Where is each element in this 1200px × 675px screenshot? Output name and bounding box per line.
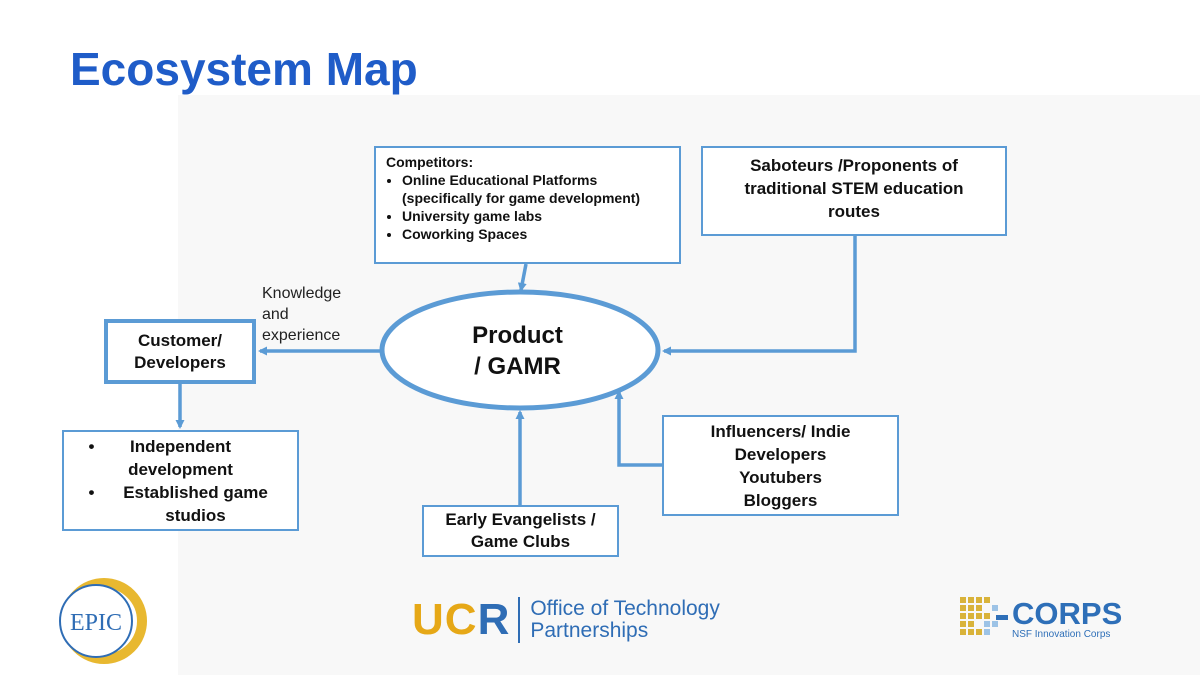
competitors-list: Online Educational Platforms (specifical… (386, 171, 669, 243)
development-item: Independent development (89, 435, 251, 481)
influencers-line: Developers (734, 444, 827, 464)
competitors-box: Competitors: Online Educational Platform… (374, 146, 681, 264)
page-title: Ecosystem Map (70, 43, 418, 95)
edge-label-knowledge: Knowledge and experience (262, 285, 342, 344)
influencers-line: Influencers/ Indie (710, 421, 851, 441)
customer-label: Customer/ Developers (134, 330, 226, 372)
saboteurs-label: Saboteurs /Proponents of traditional STE… (744, 156, 964, 221)
customer-box: Customer/ Developers (104, 319, 256, 384)
ucr-divider (518, 597, 521, 643)
product-label-line2: / GAMR (474, 353, 561, 380)
ucr-office-text: Office of Technology Partnerships (530, 597, 720, 642)
icorps-grid-icon (960, 597, 1008, 635)
epic-logo: EPIC (59, 578, 147, 664)
influencers-box: Influencers/ Indie Developers Youtubers … (662, 415, 899, 516)
evangelists-box: Early Evangelists / Game Clubs (422, 505, 619, 557)
developments-box: Independent development Established game… (62, 430, 299, 531)
competitor-item: University game labs (402, 207, 669, 225)
arrow-competitors-to-product (517, 263, 528, 292)
evangelists-label: Early Evangelists / Game Clubs (445, 510, 596, 551)
competitor-item: Coworking Spaces (402, 225, 669, 243)
influencers-line: Youtubers (739, 467, 822, 487)
icorps-wordmark: CORPS NSF Innovation Corps (1012, 595, 1123, 640)
ucr-logo: UCR Office of Technology Partnerships (412, 595, 720, 644)
product-ellipse (379, 289, 661, 411)
icorps-logo: CORPS NSF Innovation Corps (960, 597, 1122, 641)
saboteurs-box: Saboteurs /Proponents of traditional STE… (701, 146, 1007, 236)
product-label: Product / GAMR (430, 320, 605, 382)
epic-logo-text: EPIC (70, 610, 122, 636)
developments-list: Independent development Established game… (81, 435, 281, 527)
competitor-item: Online Educational Platforms (specifical… (402, 171, 669, 207)
diagram-background (178, 95, 1200, 675)
product-label-line1: Product (472, 322, 563, 349)
ucr-letters: UCR (412, 595, 511, 644)
influencers-line: Bloggers (743, 490, 818, 510)
development-item: Established game studios (89, 481, 281, 527)
arrow-influencers-to-product (614, 390, 662, 467)
competitors-heading: Competitors: (386, 154, 474, 170)
arrow-saboteurs-to-product (662, 236, 857, 356)
